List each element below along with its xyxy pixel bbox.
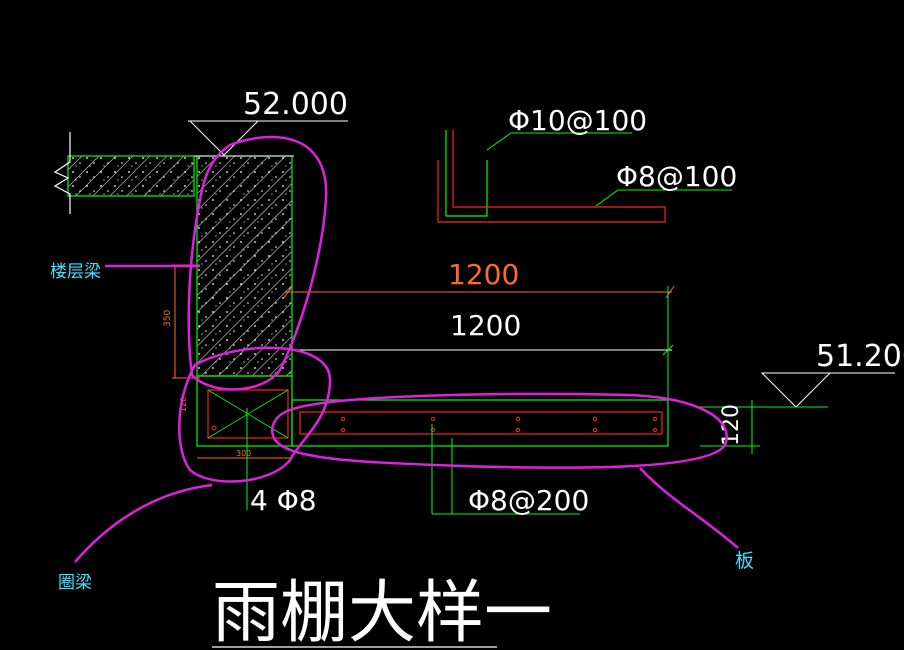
rebar-bottom-label: Φ8@200 <box>468 484 589 517</box>
dim-length-white: 1200 <box>450 309 521 342</box>
dim-beam-height: 350 <box>163 310 173 327</box>
elevation-top-label: 52.000 <box>243 87 348 122</box>
elevation-marker-slab: 51.200 <box>752 339 904 408</box>
dim-ring-height: 120 <box>179 397 188 412</box>
drawing-title: 雨棚大样一 <box>212 574 552 650</box>
leader-ring-beam <box>74 483 213 563</box>
markup-annotations <box>74 135 739 563</box>
slab-circle <box>271 392 728 469</box>
elevation-slab-label: 51.200 <box>816 339 904 374</box>
floor-beam-circle <box>187 135 328 391</box>
rebar-top-1-label: Φ10@100 <box>508 104 647 137</box>
rebar-ring-beam-label: 4 Φ8 <box>250 484 317 517</box>
dim-length-red: 1200 <box>448 258 519 291</box>
floor-slab <box>53 132 195 214</box>
title-text: 雨棚大样一 <box>212 574 552 650</box>
leader-slab <box>639 467 739 549</box>
dimension-lines: 1200 1200 350 300 120 120 <box>163 258 760 459</box>
rebar-detail: Φ10@100 Φ8@100 <box>437 104 737 223</box>
dim-ring-width: 300 <box>236 449 251 458</box>
ring-beam-circle <box>178 346 332 483</box>
canopy-slab <box>291 399 669 447</box>
floor-beam-label: 楼层梁 <box>50 262 101 282</box>
break-line-symbol <box>53 132 71 214</box>
floor-beam-section <box>194 155 294 377</box>
elevation-marker-top: 52.000 <box>188 87 348 156</box>
rebar-callouts-bottom: Φ8@200 4 Φ8 <box>246 408 589 517</box>
ring-beam-label: 圈梁 <box>58 573 92 593</box>
slab-label: 板 <box>735 550 754 572</box>
rebar-top-2-label: Φ8@100 <box>616 160 737 193</box>
